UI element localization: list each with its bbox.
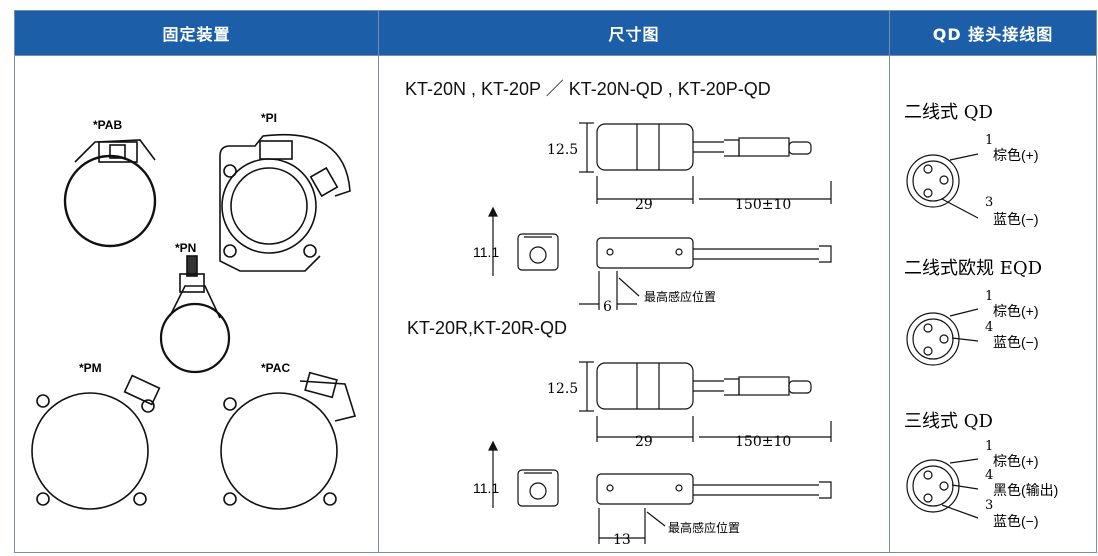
label-pm: *PM xyxy=(79,361,102,375)
wiring-2wire-pin1: 1 xyxy=(985,133,993,148)
pac-bracket-drawing xyxy=(220,371,357,510)
column-divider-1 xyxy=(378,11,379,552)
dim-height-1: 12.5 xyxy=(547,142,578,158)
pab-bracket-drawing xyxy=(63,139,157,248)
sense-position-label-1: 最高感应位置 xyxy=(644,289,716,304)
sensor-side-view-1 xyxy=(596,123,812,171)
wiring-3wire-blue: 蓝色(−) xyxy=(993,513,1039,529)
wiring-2wire-pin3: 3 xyxy=(985,195,993,210)
wiring-2wire-eu-blue: 蓝色(−) xyxy=(993,334,1039,350)
header-dimensions: 尺寸图 xyxy=(379,11,889,55)
wiring-3wire-pin1: 1 xyxy=(985,439,993,454)
header-wiring: QD 接头接线图 xyxy=(890,11,1096,55)
wiring-3wire-title: 三线式 QD xyxy=(904,411,993,432)
connector-2wire-eu xyxy=(906,308,979,366)
wiring-3wire-brown: 棕色(+) xyxy=(993,453,1039,469)
dim-width-1: 11.1 xyxy=(473,244,499,260)
label-pn: *PN xyxy=(175,241,196,255)
dim-width-2: 11.1 xyxy=(473,480,499,496)
sensor-side-view-2 xyxy=(596,362,812,410)
label-pab: *PAB xyxy=(93,118,122,132)
column-divider-2 xyxy=(889,11,890,552)
wiring-3wire-pin4: 4 xyxy=(985,468,993,483)
dim-position-2: 13 xyxy=(613,532,631,548)
wiring-2wire-eu-brown: 棕色(+) xyxy=(993,303,1039,319)
wiring-2wire-title: 二线式 QD xyxy=(904,102,993,123)
mounting-diagrams: *PAB *PI *PN *PM *PAC xyxy=(31,111,357,510)
wiring-3wire-pin3: 3 xyxy=(985,498,993,513)
wiring-2wire-eu-title: 二线式欧规 EQD xyxy=(904,258,1042,279)
sensor-bottom-view-1 xyxy=(596,237,832,269)
label-pi: *PI xyxy=(261,111,277,125)
wiring-3wire-black: 黑色(输出) xyxy=(993,482,1058,498)
pi-bracket-drawing xyxy=(219,133,351,272)
connector-2wire xyxy=(906,153,979,219)
sensor-bottom-view-2 xyxy=(596,473,832,505)
dim-length-1: 29 xyxy=(635,197,653,213)
dim-height-2: 12.5 xyxy=(547,381,578,397)
dim-cable-2: 150±10 xyxy=(735,434,791,450)
label-pac: *PAC xyxy=(261,361,290,375)
dimension-title-1: KT-20N , KT-20P ／ KT-20N-QD , KT-20P-QD xyxy=(405,79,771,99)
dimension-title-2: KT-20R,KT-20R-QD xyxy=(407,318,568,338)
wiring-2wire-eu-pin1: 1 xyxy=(985,289,993,304)
dimension-drawings: 12.5 29 150±10 11.1 6 最高感应位置 12.5 29 150… xyxy=(473,122,832,548)
wiring-2wire-blue: 蓝色(−) xyxy=(993,211,1039,227)
connector-3wire xyxy=(906,458,979,519)
wiring-diagrams: 二线式 QD 1 棕色(+) 3 蓝色(−) 二线式欧规 EQD 1 棕色(+)… xyxy=(904,102,1058,529)
pn-bracket-drawing xyxy=(159,255,231,374)
dim-position-1: 6 xyxy=(603,299,612,315)
header-divider xyxy=(15,55,1096,56)
sense-position-label-2: 最高感应位置 xyxy=(668,520,740,535)
wiring-2wire-brown: 棕色(+) xyxy=(993,147,1039,163)
dim-length-2: 29 xyxy=(635,434,653,450)
pm-bracket-drawing xyxy=(31,374,161,510)
header-mounting: 固定装置 xyxy=(15,11,378,55)
dim-cable-1: 150±10 xyxy=(735,197,791,213)
spec-table: 固定装置 尺寸图 QD 接头接线图 xyxy=(14,10,1097,553)
wiring-2wire-eu-pin4: 4 xyxy=(985,320,993,335)
